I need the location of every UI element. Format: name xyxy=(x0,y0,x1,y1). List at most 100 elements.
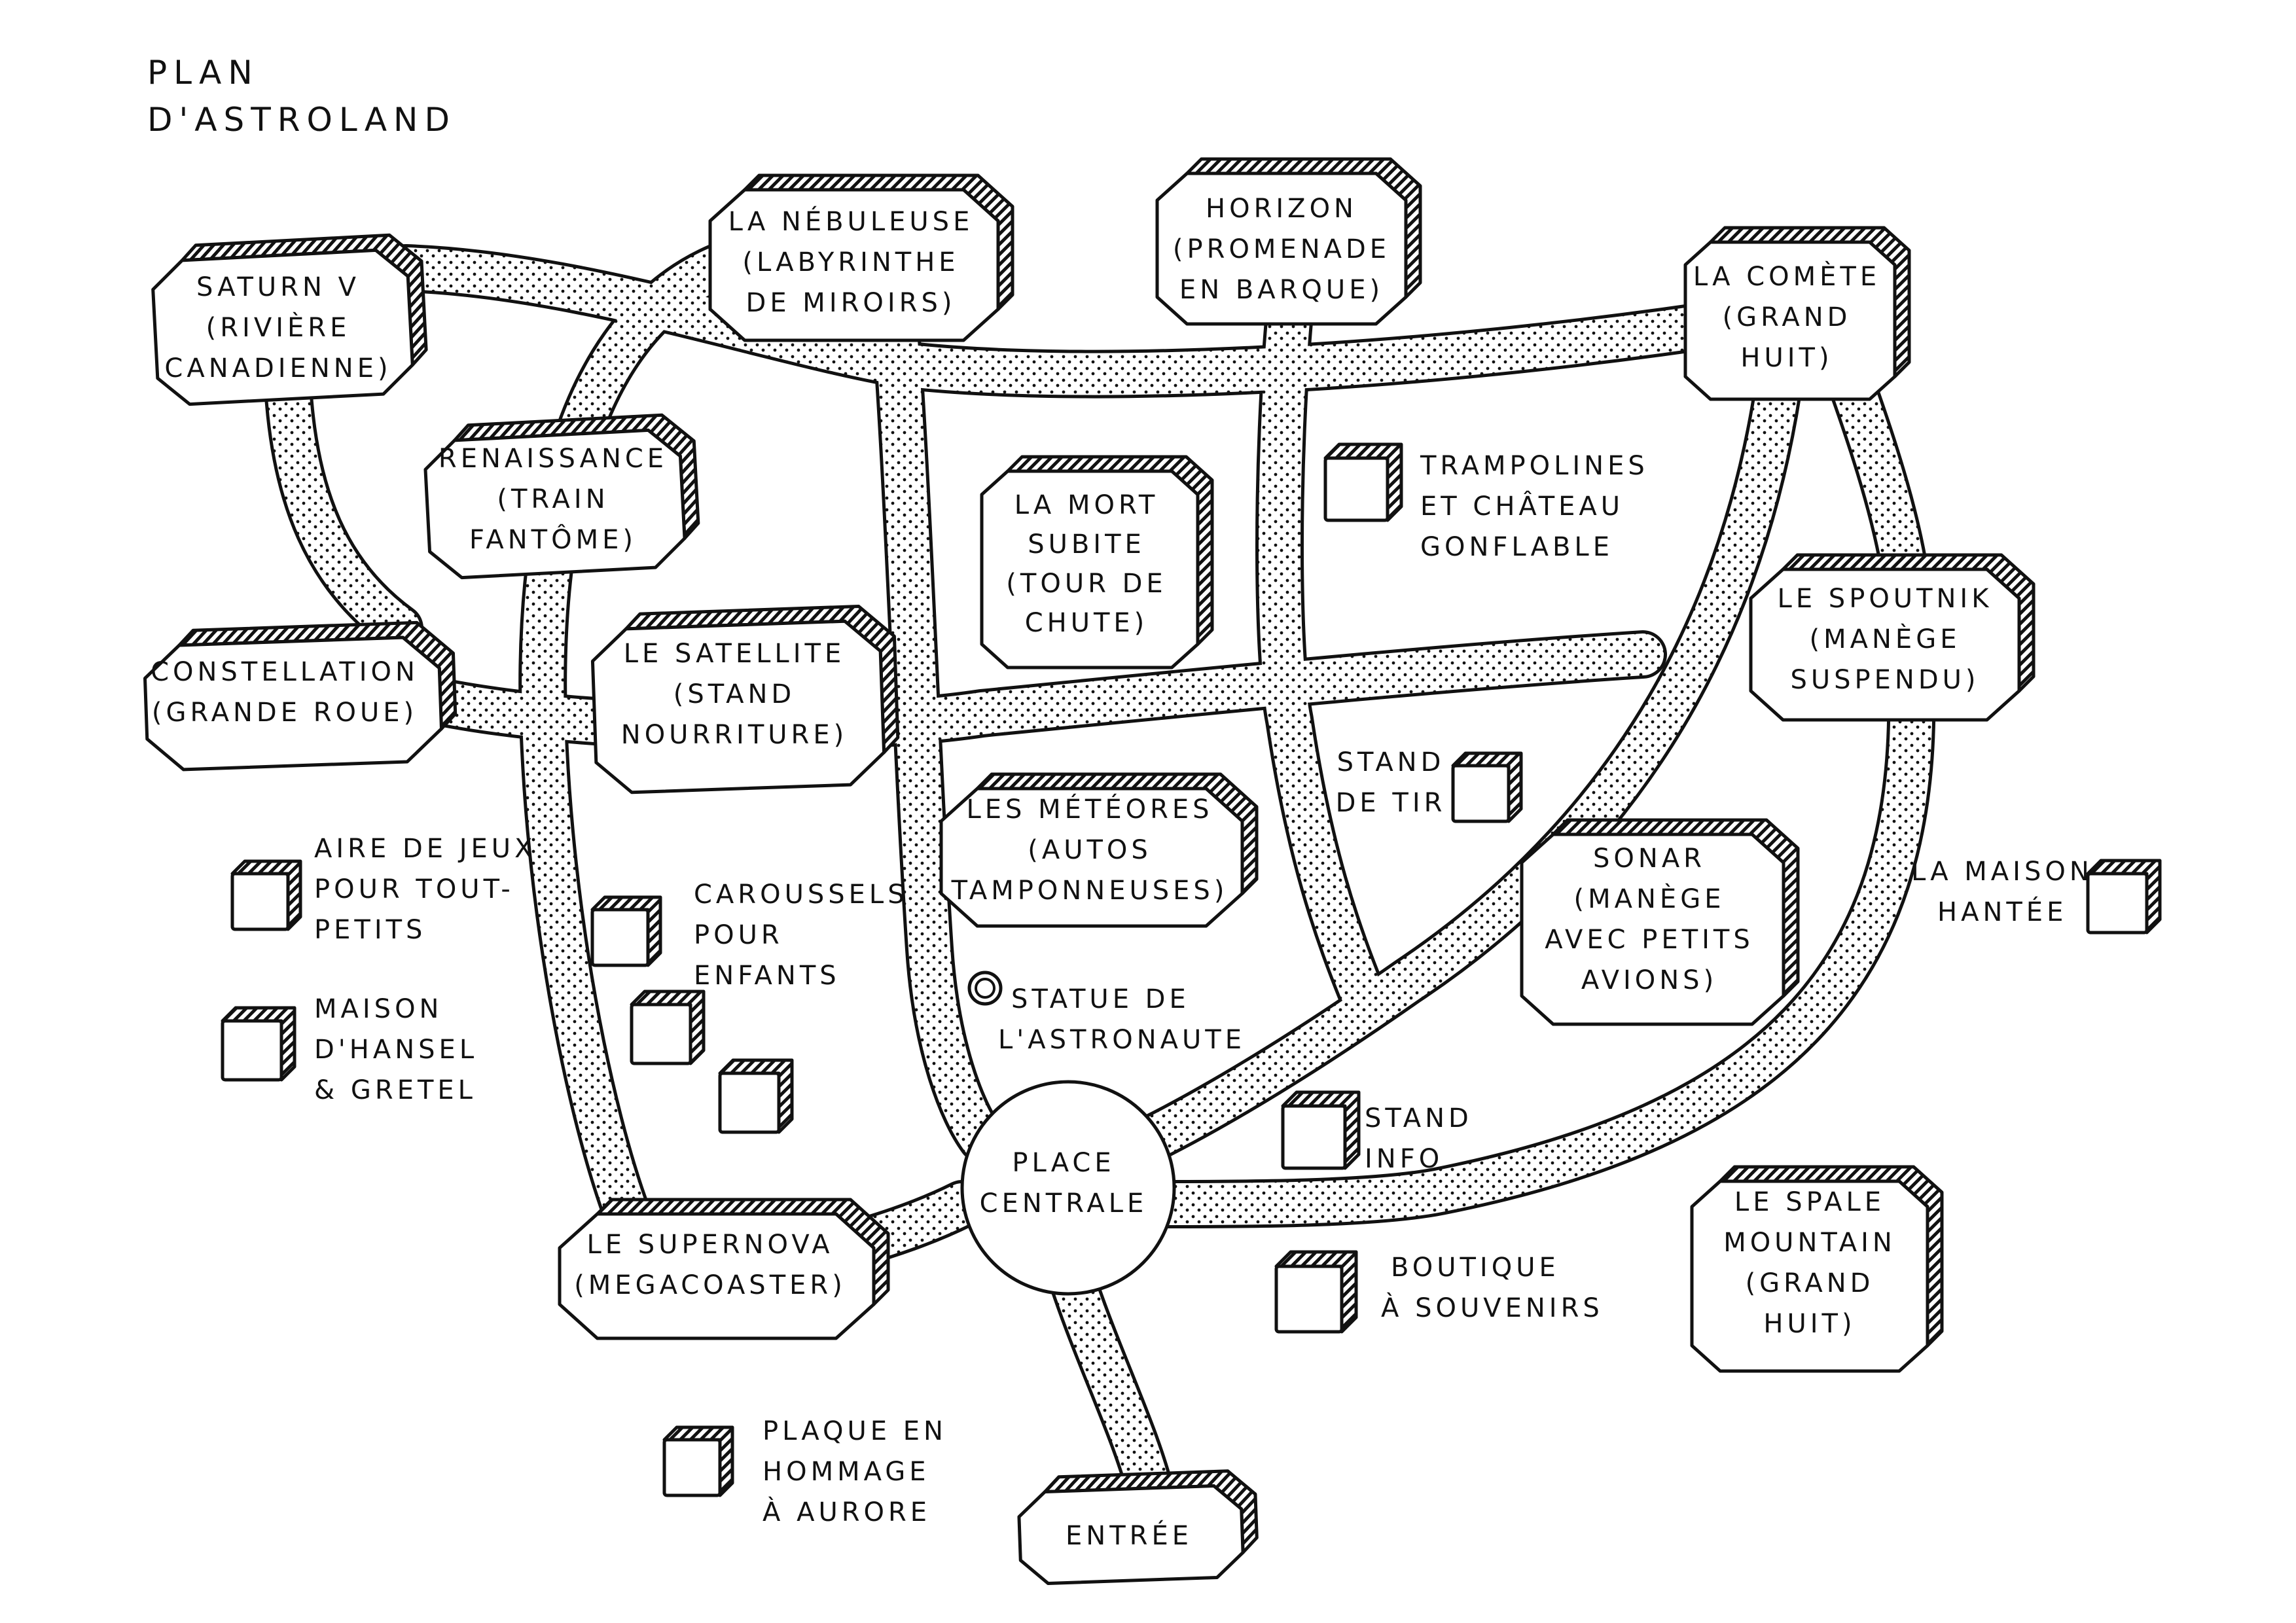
sonar-label-1: SONAR xyxy=(1593,844,1706,874)
spoutnik-label-3: SUSPENDU) xyxy=(1790,665,1979,695)
horizon-label-1: HORIZON xyxy=(1206,194,1357,224)
comete-plate[interactable] xyxy=(1683,226,1911,401)
mort-subite-label-2: SUBITE xyxy=(1028,529,1145,560)
horizon-plate[interactable] xyxy=(1155,157,1422,326)
spoutnik-label-1: LE SPOUTNIK xyxy=(1778,584,1993,614)
renaissance-label-1: RENAISSANCE xyxy=(439,444,668,474)
maison-hantee-label-1: LA MAISON xyxy=(1911,857,2093,887)
trampolines-cube-icon[interactable] xyxy=(1323,442,1403,522)
constellation-plate[interactable] xyxy=(143,620,457,772)
nebuleuse-label-1: LA NÉBULEUSE xyxy=(728,205,974,237)
place-centrale-label-1: PLACE xyxy=(1012,1148,1115,1178)
spale-mountain-plate[interactable] xyxy=(1690,1165,1944,1373)
trampolines-label-2: ET CHÂTEAU xyxy=(1420,490,1624,522)
renaissance-label-2: (TRAIN xyxy=(497,484,609,514)
caroussels-cube-1-icon[interactable] xyxy=(590,895,662,967)
trampolines-label-3: GONFLABLE xyxy=(1420,532,1613,562)
facility-labels: TRAMPOLINES ET CHÂTEAU GONFLABLE STAND D… xyxy=(314,451,2093,1527)
road-right-vertical xyxy=(1259,293,1389,1029)
stand-info-label-2: INFO xyxy=(1365,1144,1443,1174)
plaque-label-3: À AURORE xyxy=(762,1496,931,1527)
aire-de-jeux-cube-icon[interactable] xyxy=(230,859,302,931)
nebuleuse-label-3: DE MIROIRS) xyxy=(746,288,956,318)
aire-de-jeux-label-3: PETITS xyxy=(314,915,426,945)
nebuleuse-plate[interactable] xyxy=(708,173,1014,342)
caroussels-cube-2-icon[interactable] xyxy=(630,990,706,1065)
stand-tir-cube-icon[interactable] xyxy=(1451,751,1523,823)
place-centrale-label-2: CENTRALE xyxy=(980,1188,1148,1219)
plaque-label-2: HOMMAGE xyxy=(762,1457,930,1487)
saturn-v-plate[interactable] xyxy=(151,233,428,406)
satellite-label-1: LE SATELLITE xyxy=(624,639,845,669)
sonar-plate[interactable] xyxy=(1520,818,1800,1026)
renaissance-plate[interactable] xyxy=(423,413,701,580)
mort-subite-plate[interactable] xyxy=(980,455,1214,669)
boutique-label-1: BOUTIQUE xyxy=(1391,1253,1560,1283)
nebuleuse-label-2: (LABYRINTHE xyxy=(742,247,959,277)
spoutnik-label-2: (MANÈGE xyxy=(1810,623,1961,654)
title-line-1: PLAN xyxy=(147,54,259,92)
meteores-label-3: TAMPONNEUSES) xyxy=(951,876,1229,906)
boutique-cube-icon[interactable] xyxy=(1274,1250,1358,1334)
saturn-v-label-2: (RIVIÈRE xyxy=(206,312,351,343)
meteores-label-1: LES MÉTÉORES xyxy=(966,793,1213,825)
sonar-label-2: (MANÈGE xyxy=(1574,883,1725,914)
supernova-label-1: LE SUPERNOVA xyxy=(587,1230,834,1260)
caroussels-label-3: ENFANTS xyxy=(694,961,840,991)
saturn-v-label-3: CANADIENNE) xyxy=(164,353,391,383)
road-far-left xyxy=(267,365,420,649)
constellation-label-1: CONSTELLATION xyxy=(151,657,419,687)
saturn-v-label-1: SATURN V xyxy=(196,272,360,302)
caroussels-label-1: CAROUSSELS xyxy=(694,880,908,910)
statue-label-1: STATUE DE xyxy=(1011,984,1190,1014)
caroussels-label-2: POUR xyxy=(694,920,783,950)
mort-subite-label-1: LA MORT xyxy=(1014,490,1159,520)
entree-plate[interactable] xyxy=(1017,1469,1259,1585)
road-network xyxy=(264,224,1937,1523)
sonar-label-4: AVIONS) xyxy=(1581,965,1717,995)
aire-de-jeux-label-2: POUR TOUT- xyxy=(314,874,514,904)
spoutnik-plate[interactable] xyxy=(1749,553,2036,722)
maison-hansel-cube-icon[interactable] xyxy=(221,1006,296,1082)
horizon-label-3: EN BARQUE) xyxy=(1179,275,1384,305)
meteores-label-2: (AUTOS xyxy=(1028,835,1152,865)
spale-mountain-label-2: MOUNTAIN xyxy=(1723,1228,1896,1258)
mort-subite-label-3: (TOUR DE xyxy=(1006,569,1166,599)
comete-label-3: HUIT) xyxy=(1740,343,1833,373)
maison-hansel-label-2: D'HANSEL xyxy=(314,1035,478,1065)
supernova-plate[interactable] xyxy=(558,1198,890,1340)
road-right-arc xyxy=(1131,352,1801,1160)
stand-tir-label-2: DE TIR xyxy=(1336,788,1446,818)
comete-label-2: (GRAND xyxy=(1723,302,1852,332)
supernova-label-2: (MEGACOASTER) xyxy=(574,1270,846,1300)
maison-hantee-label-2: HANTÉE xyxy=(1937,896,2067,927)
stand-tir-label-1: STAND xyxy=(1337,747,1445,777)
stand-info-cube-icon[interactable] xyxy=(1281,1090,1361,1170)
mort-subite-label-4: CHUTE) xyxy=(1025,608,1149,638)
renaissance-label-3: FANTÔME) xyxy=(469,524,637,555)
maison-hantee-cube-icon[interactable] xyxy=(2086,859,2162,935)
title-line-2: D'ASTROLAND xyxy=(147,101,456,139)
stand-info-label-1: STAND xyxy=(1365,1103,1473,1133)
place-centrale[interactable]: PLACE CENTRALE xyxy=(960,1080,1176,1296)
satellite-plate[interactable] xyxy=(590,604,900,794)
spale-mountain-label-4: HUIT) xyxy=(1763,1309,1856,1339)
trampolines-label-1: TRAMPOLINES xyxy=(1420,451,1649,481)
statue-label-2: L'ASTRONAUTE xyxy=(998,1025,1246,1055)
comete-label-1: LA COMÈTE xyxy=(1693,260,1880,292)
satellite-label-2: (STAND xyxy=(673,679,795,709)
caroussels-cube-3-icon[interactable] xyxy=(718,1058,794,1134)
aire-de-jeux-label-1: AIRE DE JEUX xyxy=(314,834,536,864)
meteores-plate[interactable] xyxy=(939,772,1259,928)
statue-marker-icon xyxy=(967,971,1003,1006)
boutique-label-2: À SOUVENIRS xyxy=(1381,1292,1604,1323)
horizon-label-2: (PROMENADE xyxy=(1173,234,1390,264)
maison-hansel-label-3: & GRETEL xyxy=(314,1075,476,1105)
attraction-labels: SATURN V (RIVIÈRE CANADIENNE) LA NÉBULEU… xyxy=(151,194,1993,1551)
road-top-main xyxy=(385,247,1762,395)
plaque-cube-icon[interactable] xyxy=(662,1425,734,1497)
maison-hansel-label-1: MAISON xyxy=(314,994,442,1024)
road-left-loop xyxy=(522,228,819,1238)
entree-label: ENTRÉE xyxy=(1066,1520,1193,1551)
plaque-label-1: PLAQUE EN xyxy=(762,1416,947,1446)
